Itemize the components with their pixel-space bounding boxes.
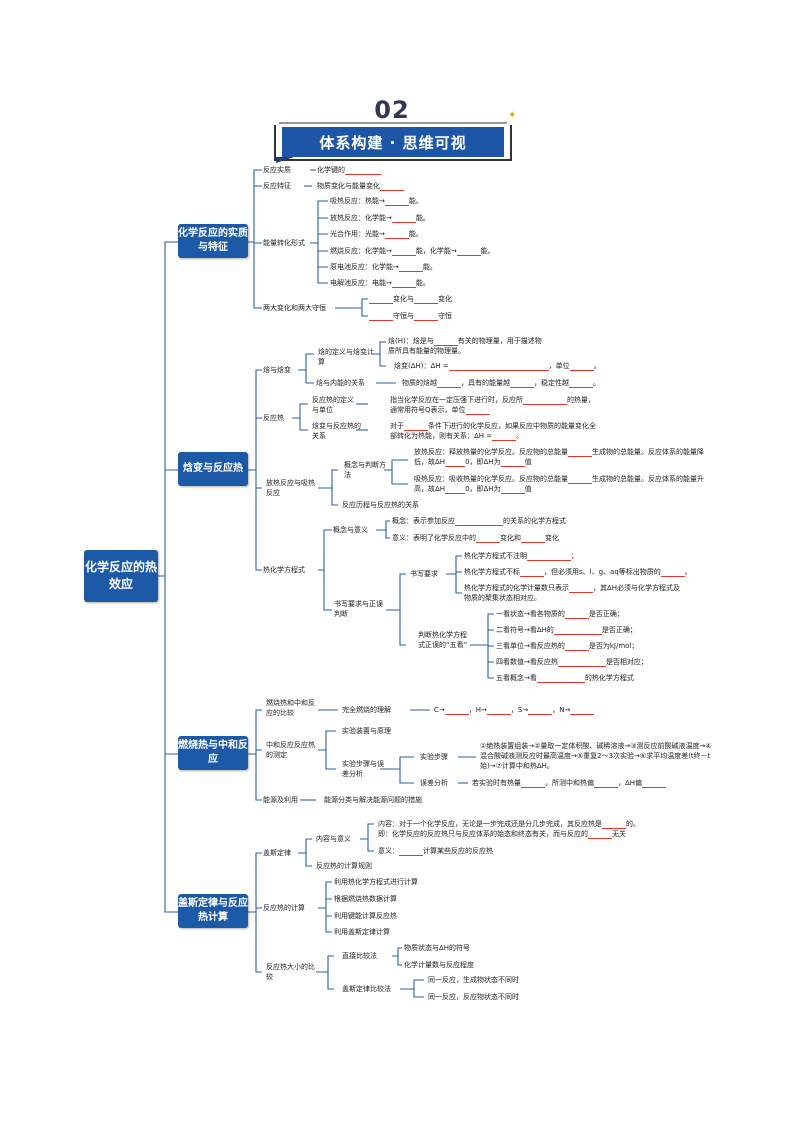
node-writing-requirements: 书写要求 xyxy=(410,570,438,578)
node-feature: 反应特征 xyxy=(263,182,291,190)
node-calc-rule: 反应热的计算规则 xyxy=(316,862,372,870)
node-steps: 实验步骤 xyxy=(420,753,448,761)
enthalpy-internal-text: 物质的焓越，具有的能量越，稳定性越。 xyxy=(402,379,600,388)
hess-meaning: 意义：计算某些反应的反应热 xyxy=(378,847,493,856)
enthalpy-heat-rel-text: 对于条件下进行的化学反应，如果反应中物质的能量变化全部转化为热能，则有关系：ΔH… xyxy=(390,422,596,441)
hess-compare-1: 同一反应，生成物状态不同时 xyxy=(428,976,519,984)
node-essence-text: 化学键的 xyxy=(317,165,381,175)
node-direct-compare: 直接比较法 xyxy=(342,952,377,960)
node-enthalpy-heat-rel: 焓变与反应热的关系 xyxy=(312,422,361,440)
node-thermo-equation: 热化学方程式 xyxy=(263,566,305,574)
energy-form-4: 燃烧反应：化学能→能，化学能→能。 xyxy=(330,247,495,256)
calc-method-1: 利用热化学方程式进行计算 xyxy=(334,878,418,886)
node-hess-law: 盖斯定律 xyxy=(263,849,291,857)
error-text: 若实验时有热量，所测中和热偏，ΔH偏 xyxy=(472,778,667,788)
node-feature-text: 物质变化与能量变化 xyxy=(317,181,404,191)
svg-text:✦: ✦ xyxy=(508,110,516,121)
writing-req-2: 热化学方程式不标，但必须用s、l、g、aq等标出物质的。 xyxy=(464,568,692,577)
combustion-products: C→，H→，S→，N→ xyxy=(434,705,595,715)
concept-text: 概念：表示参加反应的关系的化学方程式 xyxy=(392,517,566,526)
reaction-heat-def-text: 指当化学反应在一定压强下进行时，反应所的热量，通常用符号Q表示，单位 xyxy=(390,396,595,415)
node-hess-content: 内容与意义 xyxy=(316,835,351,843)
node-reaction-heat-def: 反应热的定义与单位 xyxy=(312,396,354,414)
energy-use-text: 能源分类与解决能源问题的措施 xyxy=(324,796,422,804)
node-reaction-path: 反应历程与反应热的关系 xyxy=(342,501,419,509)
direct-compare-1: 物质状态与ΔH的符号 xyxy=(404,944,471,952)
steps-text: ①绝热装置组装→②量取一定体积酸、碱稀溶液→③测反应前酸碱液温度→④混合酸碱液测… xyxy=(480,742,712,770)
enthalpy-change-formula: 焓变(ΔH)：ΔH =，单位。 xyxy=(394,362,601,371)
node-neutralization-measure: 中和反应反应热的测定 xyxy=(266,741,315,759)
node-five-checks: 判断热化学方程式正误的“五看” xyxy=(418,631,468,649)
node-apparatus: 实验装置与原理 xyxy=(342,727,391,735)
node-essence: 反应实质 xyxy=(263,166,291,174)
hess-content-1: 内容：对于一个化学反应，无论是一步完成还是分几步完成，其反应热是的。 xyxy=(378,820,640,829)
node-enthalpy-def: 焓的定义与焓变计算 xyxy=(318,348,374,366)
direct-compare-2: 化学计量数与反应程度 xyxy=(404,961,474,969)
node-error-analysis: 误差分析 xyxy=(420,779,448,787)
check-4: 四看数值→看反应热是否相对应； xyxy=(496,658,648,667)
node-reaction-heat: 反应热 xyxy=(263,414,284,422)
node-steps-error: 实验步骤与误差分析 xyxy=(342,760,384,778)
hess-content-2: 即：化学反应的反应热只与反应体系的始态和终态有关，而与反应的无关 xyxy=(378,830,626,839)
node-concept-meaning: 概念与意义 xyxy=(333,526,368,534)
section-number: 02 xyxy=(374,96,410,124)
endothermic-text: 吸热反应：吸收热量的化学反应。反应物的总能量生成物的总能量。反应体系的能量升高，… xyxy=(414,475,704,494)
section-box-enthalpy: 焓变与反应热 xyxy=(178,452,248,486)
calc-method-2: 根据燃烧热数据计算 xyxy=(334,895,397,903)
node-combustion-compare: 燃烧热和中和反应的比较 xyxy=(266,699,315,717)
section-box-hess: 盖斯定律与反应热计算 xyxy=(178,894,248,928)
exothermic-text: 放热反应：释放热量的化学反应。反应物的总能量生成物的总能量。反应体系的能量降低，… xyxy=(414,448,704,467)
energy-form-1: 吸热反应：热能→能。 xyxy=(330,197,423,206)
node-energy-forms: 能量转化形式 xyxy=(263,239,305,247)
energy-form-5: 原电池反应：化学能→能。 xyxy=(330,263,437,272)
node-two-changes: 两大变化和两大守恒 xyxy=(263,304,326,312)
energy-form-6: 电解池反应：电能→能。 xyxy=(330,279,430,288)
header-title: 体系构建 · 思维可视 xyxy=(282,127,504,157)
energy-form-2: 放热反应：化学能→能。 xyxy=(330,214,430,223)
node-writing-rules: 书写要求与正误判断 xyxy=(334,600,383,618)
meaning-text: 意义：表明了化学反应中的变化和变化 xyxy=(392,534,559,543)
check-2: 二看符号→看ΔH的是否正确； xyxy=(496,626,637,635)
node-enthalpy-internal: 焓与内能的关系 xyxy=(316,379,365,387)
writing-req-3: 热化学方程式的化学计量数只表示，其ΔH必须与化学方程式及物质的聚集状态相对应。 xyxy=(464,584,681,602)
section-box-essence: 化学反应的实质与特征 xyxy=(178,224,248,258)
section-box-combustion: 燃烧热与中和反应 xyxy=(178,736,248,770)
writing-req-1: 热化学方程式不注明； xyxy=(464,552,578,561)
calc-method-3: 利用键能计算反应热 xyxy=(334,912,397,920)
node-exo-endo: 放热反应与吸热反应 xyxy=(266,479,315,497)
check-3: 三看单位→看反应热的是否为kJ/mol； xyxy=(496,642,639,651)
root-node: 化学反应的热效应 xyxy=(84,550,158,602)
node-heat-compare: 反应热大小的比较 xyxy=(266,963,315,981)
hess-compare-2: 同一反应，反应物状态不同时 xyxy=(428,993,519,1001)
check-1: 一看状态→看各物质的是否正确； xyxy=(496,610,624,619)
node-hess-compare: 盖斯定律比较法 xyxy=(342,985,391,993)
node-concept-judge: 概念与判断方法 xyxy=(344,461,386,479)
node-enthalpy-change: 焓与焓变 xyxy=(263,366,291,374)
check-5: 五看概念→看的热化学方程式 xyxy=(496,674,634,683)
two-changes-2: 守恒与守恒 xyxy=(369,311,452,321)
node-energy-use: 能源及利用 xyxy=(263,796,298,804)
node-heat-calc: 反应热的计算 xyxy=(263,904,305,912)
enthalpy-def-text: 焓(H)：焓是与有关的物理量，用于描述物质所具有能量的物理量。 xyxy=(388,337,542,355)
two-changes-1: 变化与变化 xyxy=(369,294,452,304)
energy-form-3: 光合作用：光能→能。 xyxy=(330,230,423,239)
node-complete-combustion: 完全燃烧的理解 xyxy=(342,706,391,714)
calc-method-4: 利用盖斯定律计算 xyxy=(334,928,390,936)
